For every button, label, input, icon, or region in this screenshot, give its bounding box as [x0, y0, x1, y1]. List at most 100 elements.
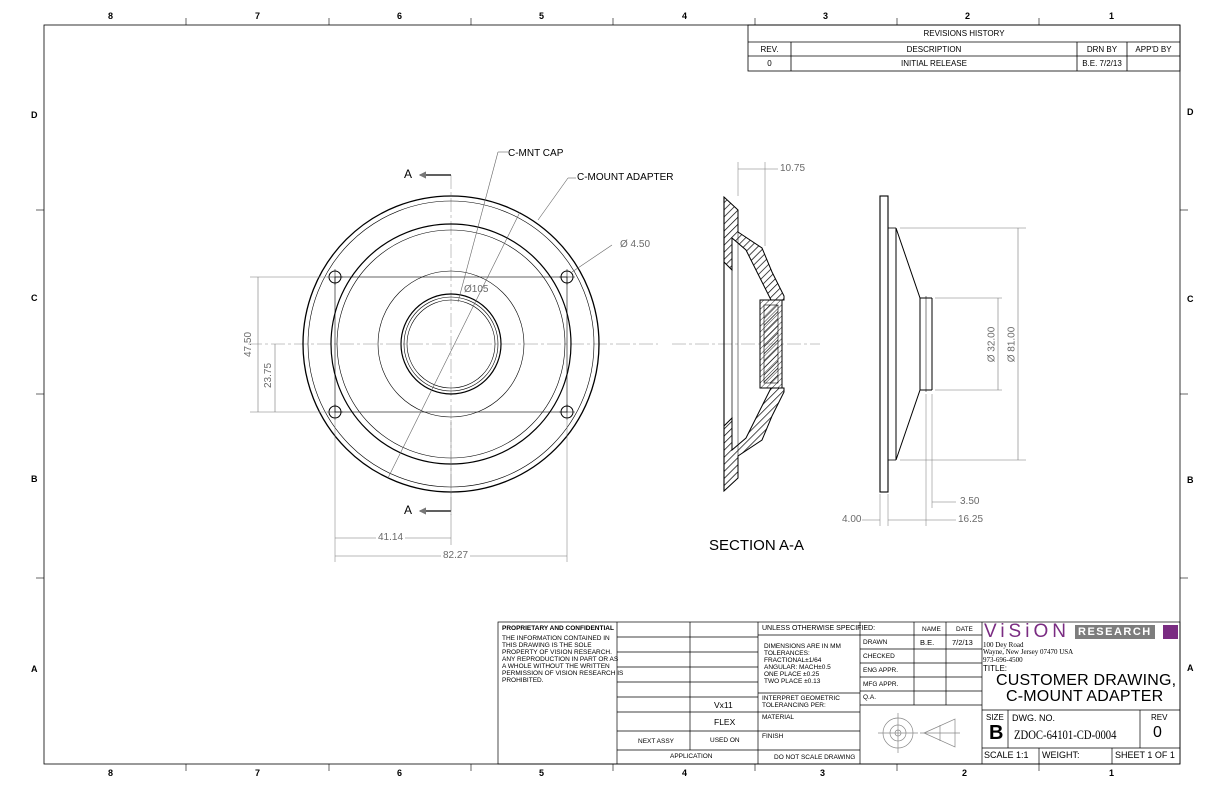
zone-top-4: 4 — [682, 11, 688, 21]
size-value: B — [989, 722, 1004, 744]
proprietary-line-6: PERMISSION OF VISION RESEARCH IS — [502, 670, 624, 677]
rev-value: 0 — [1153, 724, 1162, 741]
mfg-appr-label: MFG APPR. — [863, 681, 899, 688]
dim-41-14: 41.14 — [376, 532, 406, 543]
front-view — [248, 151, 658, 562]
logo-research-text: RESEARCH — [1075, 625, 1155, 639]
dwg-no-value: ZDOC-64101-CD-0004 — [1014, 727, 1117, 742]
projection-symbol — [878, 713, 960, 753]
zone-top-3: 3 — [823, 11, 829, 21]
address-line-2: Wayne, New Jersey 07470 USA — [983, 648, 1074, 656]
drawn-date: 7/2/13 — [952, 638, 973, 647]
proprietary-line-3: PROPERTY OF VISION RESEARCH. — [502, 649, 612, 656]
dim-3-50: 3.50 — [960, 496, 980, 507]
tolerance-line-2: TOLERANCES: — [764, 650, 810, 657]
title-label: TITLE: — [983, 664, 1008, 673]
proprietary-line-1: THE INFORMATION CONTAINED IN — [502, 635, 610, 642]
proprietary-heading: PROPRIETARY AND CONFIDENTIAL — [502, 625, 614, 632]
c-mnt-cap-label: C-MNT CAP — [508, 148, 564, 159]
zone-top-5: 5 — [539, 11, 545, 21]
zone-right-b: B — [1187, 475, 1194, 485]
section-a-a-title: SECTION A-A — [709, 537, 805, 554]
rev-header: REV. — [760, 45, 779, 54]
revisions-title: REVISIONS HISTORY — [923, 29, 1005, 38]
section-marker-top: A — [404, 167, 413, 181]
zone-bottom-4: 4 — [682, 768, 688, 778]
rev-label: REV — [1151, 713, 1168, 722]
section-marker-bottom: A — [404, 503, 413, 517]
zone-bottom-8: 8 — [108, 768, 114, 778]
dim-dia-32: Ø 32.00 — [986, 326, 998, 363]
dim-23-75: 23.75 — [263, 362, 275, 389]
proprietary-line-4: ANY REPRODUCTION IN PART OR AS — [502, 656, 619, 663]
zone-top-6: 6 — [397, 11, 403, 21]
rev-row-drn-by: B.E. 7/2/13 — [1082, 59, 1122, 68]
zone-right-c: C — [1187, 294, 1194, 304]
do-not-scale-label: DO NOT SCALE DRAWING — [774, 754, 856, 761]
section-view — [672, 162, 820, 493]
revisions-table-grid — [747, 24, 1181, 72]
zone-top-1: 1 — [1109, 11, 1115, 21]
drawing-title-line-1: CUSTOMER DRAWING, — [996, 672, 1177, 689]
tolerance-line-4: ANGULAR: MACH±0.5 — [764, 664, 831, 671]
title-block-grid — [497, 621, 1181, 765]
unless-specified: UNLESS OTHERWISE SPECIFIED: — [762, 625, 876, 632]
used-on-label: USED ON — [710, 737, 740, 744]
proprietary-line-5: A WHOLE WITHOUT THE WRITTEN — [502, 663, 610, 670]
proprietary-line-2: THIS DRAWING IS THE SOLE — [502, 642, 592, 649]
zone-bottom-7: 7 — [255, 768, 261, 778]
dim-10-75: 10.75 — [780, 163, 806, 174]
size-label: SIZE — [986, 713, 1004, 722]
rev-row-rev: 0 — [767, 59, 772, 68]
zone-bottom-5: 5 — [539, 768, 545, 778]
vx11-label: Vx11 — [714, 700, 733, 710]
dim-47-50: 47.50 — [243, 331, 255, 358]
dwg-no-label: DWG. NO. — [1012, 713, 1055, 723]
qa-label: Q.A. — [863, 694, 877, 701]
drawn-label: DRAWN — [863, 639, 888, 646]
application-label: APPLICATION — [670, 753, 713, 760]
scale-label: SCALE 1:1 — [984, 750, 1029, 760]
zone-left-a: A — [31, 664, 38, 674]
zone-bottom-3: 3 — [820, 768, 826, 778]
interpret-line-1: INTERPRET GEOMETRIC — [762, 695, 840, 702]
checked-label: CHECKED — [863, 653, 895, 660]
interpret-line-2: TOLERANCING PER: — [762, 702, 826, 709]
dim-hole-diameter: Ø 4.50 — [620, 239, 651, 250]
dim-inner-diameter: Ø105 — [464, 284, 489, 295]
tolerance-line-5: ONE PLACE ±0.25 — [764, 671, 820, 678]
description-header: DESCRIPTION — [906, 45, 962, 54]
zone-top-2: 2 — [965, 11, 971, 21]
drawn-name: B.E. — [920, 638, 935, 647]
dim-82-27: 82.27 — [441, 550, 471, 561]
date-header: DATE — [956, 626, 973, 633]
finish-label: FINISH — [762, 733, 784, 740]
zone-bottom-1: 1 — [1109, 768, 1115, 778]
eng-appr-label: ENG APPR. — [863, 667, 899, 674]
zone-ticks — [36, 18, 1188, 771]
phone-number: 973-696-4500 — [983, 656, 1023, 664]
appd-by-header: APP'D BY — [1135, 45, 1172, 54]
zone-right-d: D — [1187, 107, 1194, 117]
zone-right-a: A — [1187, 663, 1194, 673]
drawing-title-line-2: C-MOUNT ADAPTER — [1006, 688, 1164, 705]
weight-label: WEIGHT: — [1042, 750, 1080, 760]
name-header: NAME — [922, 626, 941, 633]
drn-by-header: DRN BY — [1086, 45, 1118, 54]
flex-label: FLEX — [714, 717, 736, 727]
zone-left-c: C — [31, 293, 38, 303]
material-label: MATERIAL — [762, 714, 795, 721]
address-line-1: 100 Dey Road — [983, 641, 1024, 649]
zone-top-7: 7 — [255, 11, 261, 21]
zone-bottom-2: 2 — [962, 768, 968, 778]
c-mount-adapter-label: C-MOUNT ADAPTER — [577, 172, 674, 183]
zone-bottom-6: 6 — [397, 768, 403, 778]
tolerance-line-1: DIMENSIONS ARE IN MM — [764, 643, 841, 650]
sheet-label: SHEET 1 OF 1 — [1115, 750, 1175, 760]
dim-dia-81: Ø 81.00 — [1006, 326, 1018, 363]
dim-4-00: 4.00 — [842, 514, 862, 525]
rev-row-description: INITIAL RELEASE — [901, 59, 967, 68]
proprietary-line-7: PROHIBITED. — [502, 677, 544, 684]
logo-vision-text: ViSiON — [984, 621, 1070, 642]
